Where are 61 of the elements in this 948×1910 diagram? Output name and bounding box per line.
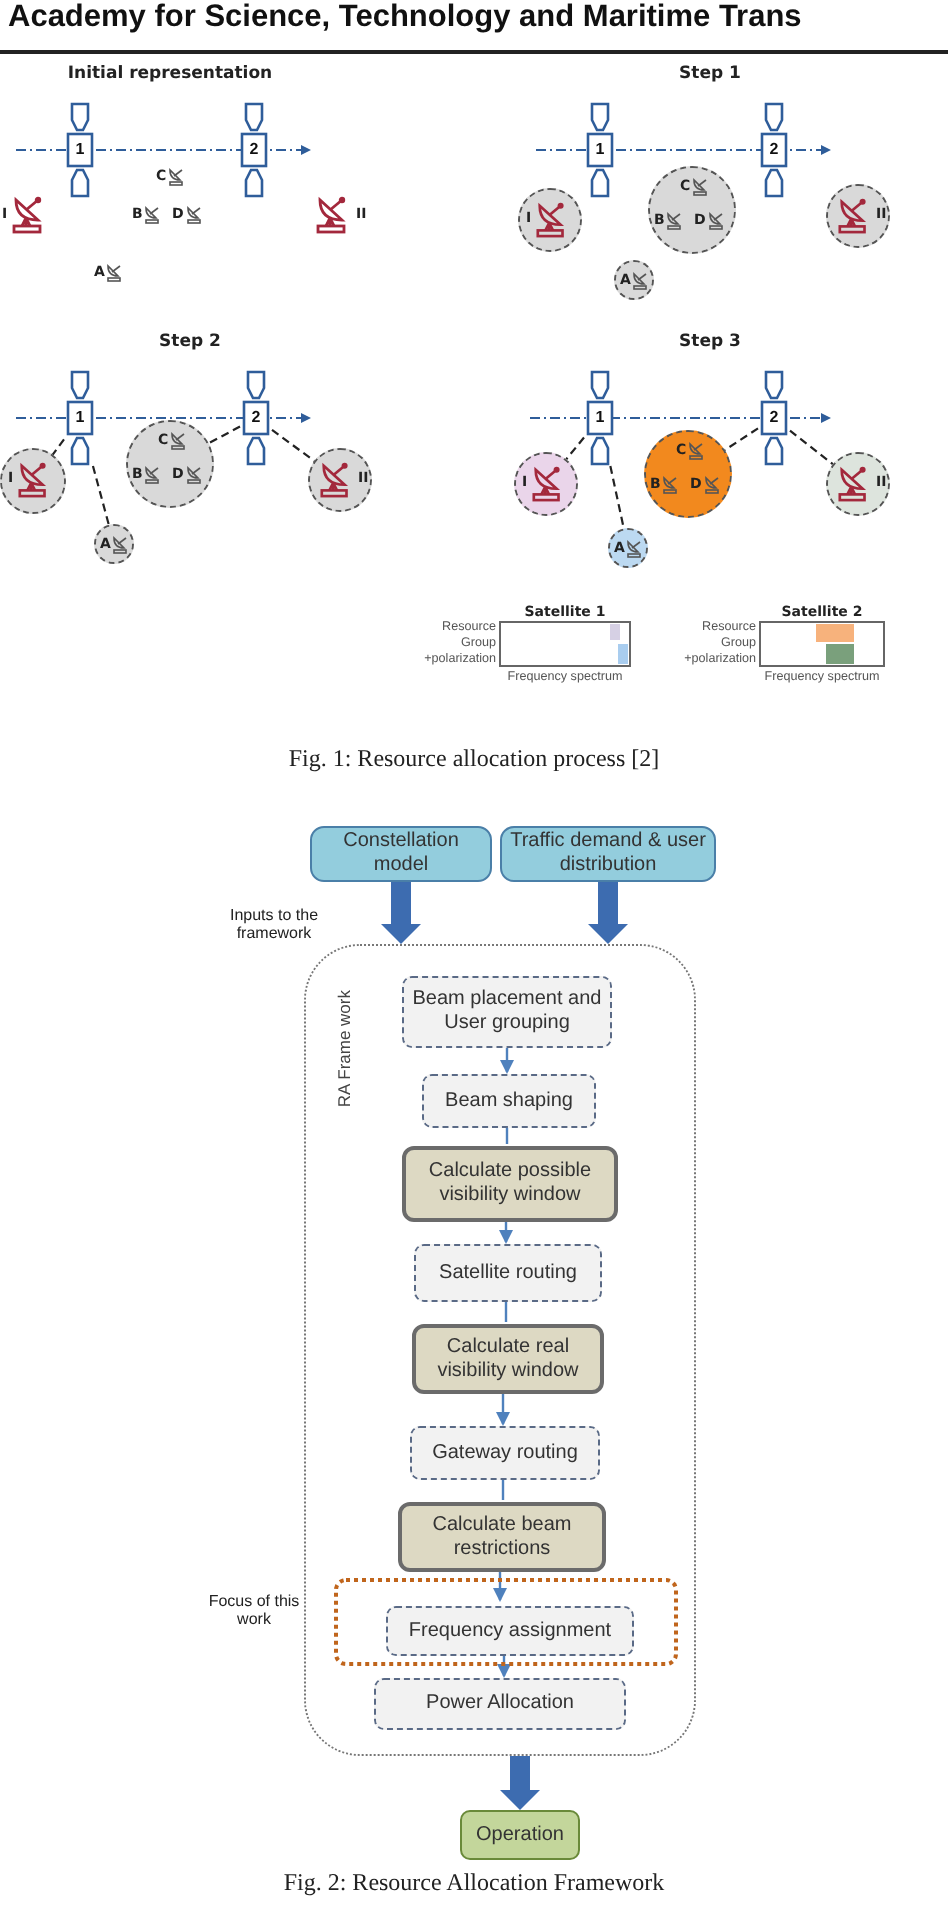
beam-circle <box>126 420 214 508</box>
input-box: Traffic demand & user distribution <box>500 826 716 882</box>
note-text: Inputs to the framework <box>227 906 321 943</box>
dashed-link <box>609 465 625 529</box>
beam-circle <box>648 166 736 254</box>
framework-boundary <box>304 944 696 1756</box>
process-box: Power Allocation <box>374 1678 626 1730</box>
framework-label: RA Frame work <box>334 990 354 1108</box>
panel-title: Step 2 <box>157 334 223 354</box>
calculation-box: Calculate possible visibility window <box>402 1146 618 1222</box>
dashed-link <box>271 428 315 462</box>
calculation-box: Calculate real visibility window <box>412 1324 604 1394</box>
panel-title: Step 1 <box>677 66 743 86</box>
focus-boundary <box>334 1578 678 1666</box>
beam-circle <box>826 184 890 248</box>
satellite-number: 1 <box>593 138 607 162</box>
arrow <box>500 1046 514 1074</box>
panel-title: Step 3 <box>677 334 743 354</box>
process-box: Beam shaping <box>422 1074 596 1128</box>
beam-circle <box>826 452 890 516</box>
input-box: Constellation model <box>310 826 492 882</box>
satellite-number: 2 <box>767 138 781 162</box>
satellite-number: 2 <box>249 406 263 430</box>
calculation-box: Calculate beam restrictions <box>398 1502 606 1572</box>
process-box: Beam placement and User grouping <box>402 976 612 1048</box>
dashed-link <box>51 438 65 456</box>
beam-circle <box>0 448 66 514</box>
dashed-link <box>789 429 834 466</box>
beam-circle <box>308 448 372 512</box>
satellite-number: 2 <box>247 138 261 162</box>
figure-caption: Fig. 2: Resource Allocation Framework <box>281 1870 667 1898</box>
dashed-link <box>724 427 759 451</box>
beam-circle <box>644 430 732 518</box>
connector-line <box>501 1478 505 1500</box>
satellite-number: 1 <box>593 406 607 430</box>
dashed-link <box>91 465 110 525</box>
arrow <box>499 1220 513 1244</box>
beam-circle <box>614 260 654 300</box>
arrow <box>496 1392 510 1426</box>
dashed-link <box>565 436 585 460</box>
block-arrow <box>500 1756 540 1810</box>
process-box: Frequency assignment <box>386 1606 634 1656</box>
beam-circle <box>608 528 648 568</box>
header-text: Academy for Science, Technology and Maritime Trans <box>6 0 804 36</box>
beam-circle <box>514 452 578 516</box>
beam-circle <box>94 524 134 564</box>
panel-title: Initial representation <box>65 66 275 86</box>
output-box: Operation <box>460 1810 580 1860</box>
satellite-number: 1 <box>73 406 87 430</box>
satellite-number: 1 <box>73 138 87 162</box>
block-arrow <box>381 882 421 944</box>
process-box: Satellite routing <box>414 1244 602 1302</box>
block-arrow <box>588 882 628 944</box>
process-box: Gateway routing <box>410 1426 600 1480</box>
focus-label: Focus of this work <box>206 1592 302 1629</box>
arrow <box>493 1570 507 1602</box>
satellite-number: 2 <box>767 406 781 430</box>
connector-line <box>504 1300 508 1322</box>
beam-circle <box>518 188 582 252</box>
dashed-link <box>208 425 241 445</box>
figure-caption: Fig. 1: Resource allocation process [2] <box>286 746 662 774</box>
